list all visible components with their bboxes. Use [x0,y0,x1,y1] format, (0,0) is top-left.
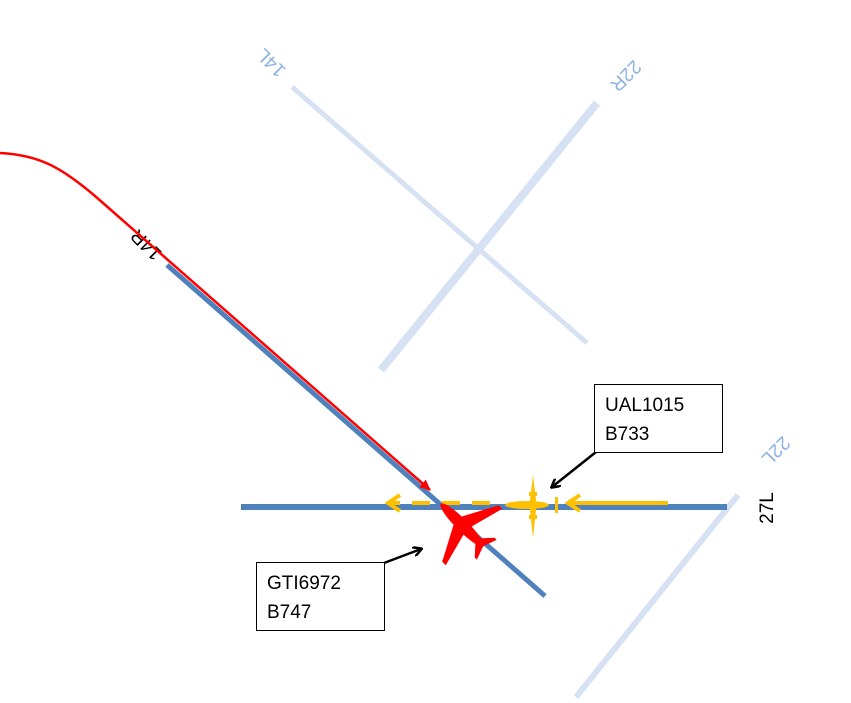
ual-callsign: UAL1015 [605,395,685,416]
ual-callout-arrow [552,451,597,487]
gti-callout: GTI6972 B747 [256,562,385,631]
runway-label-14L: 14L [253,44,290,81]
ual-projected-arrow-head-icon [384,493,402,513]
ual-arrow-head-icon [564,493,582,513]
runway-14L-32R [290,85,589,345]
ual-callout: UAL1015 B733 [594,384,723,453]
gti-callout-arrow [383,549,421,565]
gti-plane-icon [440,503,503,566]
ual-aircraft-type: B733 [605,424,650,445]
runway-label-22L: 22L [757,432,794,469]
runway-22L-4R [573,493,741,699]
runway-22R-4L [377,100,601,373]
runway-label-27L: 27L [757,492,778,524]
ual-plane-icon [505,475,558,538]
gti-aircraft-type: B747 [267,602,312,623]
runway-14R-32L [165,263,547,598]
gti-flight-path [0,151,431,491]
gti-callsign: GTI6972 [267,573,341,594]
runway-label-22R: 22R [606,56,645,95]
